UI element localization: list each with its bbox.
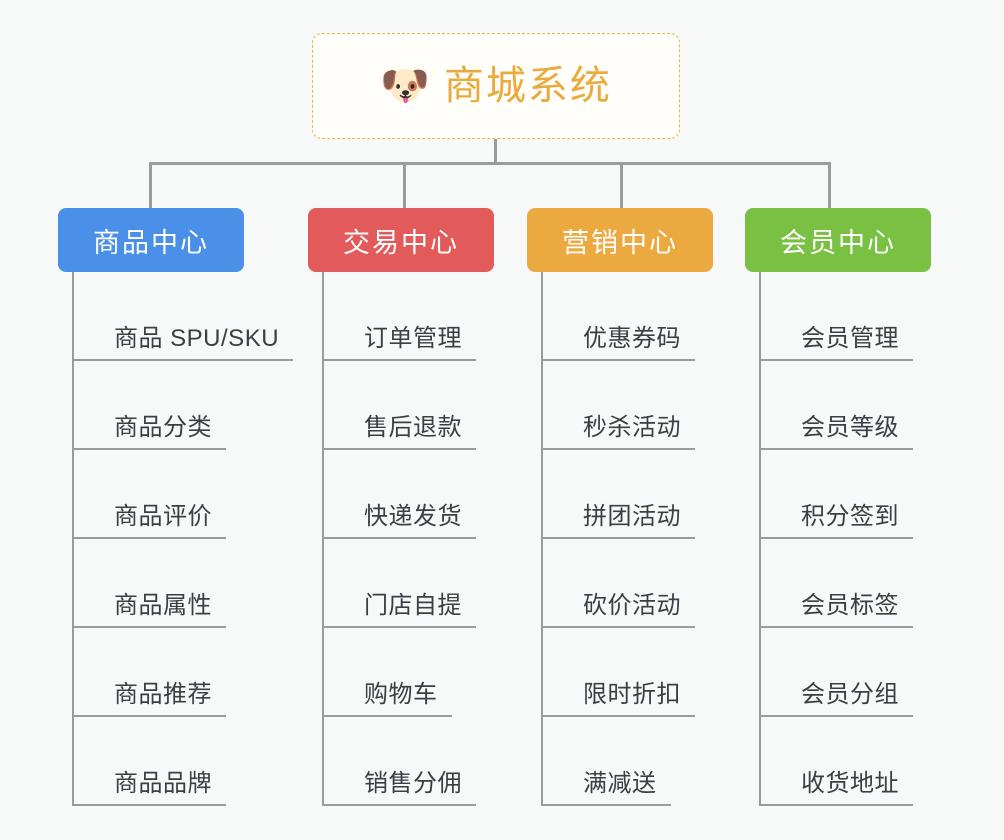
leaf-label: 商品推荐 — [114, 681, 212, 708]
root-node-mall-system[interactable]: 🐶 商城系统 — [312, 33, 680, 139]
category-header-2-label: 交易中心 — [343, 227, 459, 258]
shiba-dog-face-icon: 🐶 — [380, 64, 430, 108]
leaf-label: 销售分佣 — [364, 770, 462, 797]
list-item[interactable]: 购物车 — [324, 628, 494, 717]
connector-drop-3 — [620, 162, 623, 209]
list-item[interactable]: 会员等级 — [761, 361, 931, 450]
list-item[interactable]: 商品 SPU/SKU — [74, 272, 294, 361]
leaf-label: 门店自提 — [364, 592, 462, 619]
category-header-4-label: 会员中心 — [780, 227, 896, 258]
leaf-label: 拼团活动 — [583, 503, 681, 530]
leaf-label: 购物车 — [364, 681, 438, 708]
leaf-list-1: 商品 SPU/SKU 商品分类 商品评价 商品属性 商品推荐 商品品牌 — [72, 272, 294, 806]
leaf-label: 会员标签 — [801, 592, 899, 619]
leaf-label: 秒杀活动 — [583, 414, 681, 441]
leaf-label: 会员管理 — [801, 325, 899, 352]
list-item[interactable]: 商品品牌 — [74, 717, 293, 806]
list-item[interactable]: 满减送 — [543, 717, 713, 806]
category-header-2[interactable]: 交易中心 — [308, 208, 494, 272]
leaf-label: 限时折扣 — [583, 681, 681, 708]
list-item[interactable]: 优惠券码 — [543, 272, 713, 361]
leaf-label: 商品品牌 — [114, 770, 212, 797]
category-header-3[interactable]: 营销中心 — [527, 208, 713, 272]
category-header-4[interactable]: 会员中心 — [745, 208, 931, 272]
leaf-label: 商品分类 — [114, 414, 212, 441]
list-item[interactable]: 会员标签 — [761, 539, 931, 628]
branch-column-4: 会员中心 会员管理 会员等级 积分签到 会员标签 会员分组 收货地址 — [745, 208, 931, 806]
list-item[interactable]: 商品分类 — [74, 361, 293, 450]
list-item[interactable]: 快递发货 — [324, 450, 494, 539]
connector-drop-2 — [403, 162, 406, 209]
list-item[interactable]: 售后退款 — [324, 361, 494, 450]
list-item[interactable]: 商品属性 — [74, 539, 293, 628]
list-item[interactable]: 销售分佣 — [324, 717, 494, 806]
connector-drop-4 — [828, 162, 831, 209]
list-item[interactable]: 商品评价 — [74, 450, 293, 539]
leaf-label: 会员分组 — [801, 681, 899, 708]
category-header-1-label: 商品中心 — [93, 227, 209, 258]
leaf-label: 商品属性 — [114, 592, 212, 619]
leaf-label: 砍价活动 — [583, 592, 681, 619]
list-item[interactable]: 收货地址 — [761, 717, 931, 806]
leaf-label: 会员等级 — [801, 414, 899, 441]
leaf-list-4: 会员管理 会员等级 积分签到 会员标签 会员分组 收货地址 — [759, 272, 931, 806]
leaf-label: 快递发货 — [364, 503, 462, 530]
category-header-1[interactable]: 商品中心 — [58, 208, 244, 272]
list-item[interactable]: 拼团活动 — [543, 450, 713, 539]
leaf-label: 优惠券码 — [583, 325, 681, 352]
list-item[interactable]: 会员分组 — [761, 628, 931, 717]
list-item[interactable]: 会员管理 — [761, 272, 931, 361]
list-item[interactable]: 订单管理 — [324, 272, 494, 361]
branch-column-3: 营销中心 优惠券码 秒杀活动 拼团活动 砍价活动 限时折扣 满减送 — [527, 208, 713, 806]
list-item[interactable]: 砍价活动 — [543, 539, 713, 628]
connector-root-stem — [494, 139, 497, 165]
leaf-label: 满减送 — [583, 770, 657, 797]
leaf-label: 订单管理 — [364, 325, 462, 352]
leaf-list-2: 订单管理 售后退款 快递发货 门店自提 购物车 销售分佣 — [322, 272, 494, 806]
list-item[interactable]: 积分签到 — [761, 450, 931, 539]
leaf-label: 商品评价 — [114, 503, 212, 530]
list-item[interactable]: 门店自提 — [324, 539, 494, 628]
leaf-list-3: 优惠券码 秒杀活动 拼团活动 砍价活动 限时折扣 满减送 — [541, 272, 713, 806]
leaf-label: 售后退款 — [364, 414, 462, 441]
branch-column-1: 商品中心 商品 SPU/SKU 商品分类 商品评价 商品属性 商品推荐 商品品牌 — [58, 208, 294, 806]
leaf-label: 商品 SPU/SKU — [114, 325, 280, 352]
list-item[interactable]: 秒杀活动 — [543, 361, 713, 450]
leaf-label: 收货地址 — [801, 770, 899, 797]
list-item[interactable]: 限时折扣 — [543, 628, 713, 717]
list-item[interactable]: 商品推荐 — [74, 628, 293, 717]
category-header-3-label: 营销中心 — [562, 227, 678, 258]
leaf-label: 积分签到 — [801, 503, 899, 530]
connector-drop-1 — [149, 162, 152, 209]
connector-horizontal-bus — [149, 162, 831, 165]
root-node-title: 商城系统 — [443, 64, 612, 108]
branch-column-2: 交易中心 订单管理 售后退款 快递发货 门店自提 购物车 销售分佣 — [308, 208, 494, 806]
